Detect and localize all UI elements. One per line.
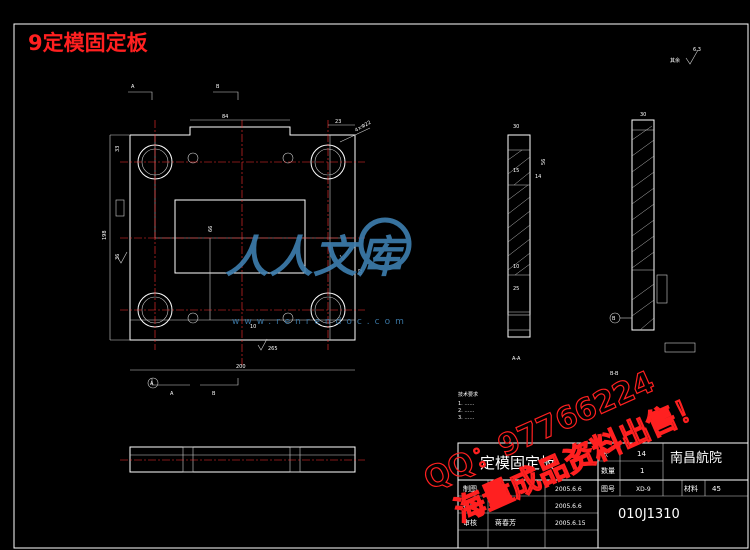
dim-left-height: 198 xyxy=(102,230,108,240)
tech-req-item-3: 3. …… xyxy=(458,415,474,421)
section-label-a-bottom: A xyxy=(170,391,174,397)
aa-dim-mid: 56 xyxy=(541,159,547,165)
tech-req-item-1: 1. …… xyxy=(458,401,474,407)
front-view: A B 84 23 xyxy=(102,84,372,397)
tb-qty-value: 1 xyxy=(640,467,644,475)
tb-check-name: 蒋春芳 xyxy=(495,518,516,527)
dim-hole-dia: 4×Φ22 xyxy=(354,120,372,134)
roughness-label: 其余 xyxy=(670,57,680,64)
tech-req-item-2: 2. …… xyxy=(458,408,474,414)
dim-bottom-width: 200 xyxy=(236,364,246,370)
tolerance-frame xyxy=(664,342,696,353)
section-b-b-view: B 30 B-B xyxy=(609,112,696,377)
dim-center-width: 265 xyxy=(268,346,278,352)
title-block: 定模固定板 张 14 数量 1 南昌航院 制图 南 2005.6.6 描图 20… xyxy=(457,442,749,549)
tb-school: 南昌航院 xyxy=(670,450,722,466)
aa-dim-bottom: 25 xyxy=(513,286,519,292)
dim-left-mid: 36 xyxy=(115,254,121,260)
tb-qty-label: 数量 xyxy=(601,466,615,475)
tb-drawn-date: 2005.6.6 xyxy=(555,486,582,493)
aa-dim-gap: 10 xyxy=(513,264,519,270)
dim-bottom-small: 10 xyxy=(250,324,256,330)
datum-b: B xyxy=(612,316,616,322)
tb-drawn-name: 南 xyxy=(495,484,502,493)
section-aa-label: A-A xyxy=(512,356,521,362)
tb-drawing-no-value: XD-9 xyxy=(636,486,651,493)
roughness-value: 6.3 xyxy=(693,47,701,53)
datum-a: A xyxy=(150,381,154,387)
watermark-brand-text: 人人文库 xyxy=(225,232,408,283)
tb-drawn-label: 制图 xyxy=(463,484,477,493)
aa-dim-width: 15 xyxy=(513,168,519,174)
section-a-a-view: 30 56 15 14 10 25 A-A xyxy=(507,124,547,362)
aa-dim-low: 14 xyxy=(535,174,541,180)
watermark-brand: 人人文库 www.renrendoc.com xyxy=(225,217,412,327)
tech-req-title: 技术要求 xyxy=(458,391,478,398)
dim-top-width: 84 xyxy=(222,114,228,120)
datum-b-symbol xyxy=(609,312,621,324)
section-label-b-bottom: B xyxy=(212,391,216,397)
tb-code: 010J1310 xyxy=(618,507,680,522)
technical-requirements: 技术要求 1. …… 2. …… 3. …… xyxy=(458,391,478,421)
bb-dim-top: 30 xyxy=(640,112,646,118)
dim-inner-height: 66 xyxy=(208,226,214,232)
bottom-view xyxy=(120,446,365,473)
dim-left-small: 33 xyxy=(115,146,121,152)
drawing-frame xyxy=(13,23,749,549)
tb-material-value: 45 xyxy=(712,485,721,493)
tb-sheet-value: 14 xyxy=(637,450,646,458)
tb-material-label: 材料 xyxy=(684,484,698,493)
roughness-symbol xyxy=(685,49,699,65)
section-label-b-top: B xyxy=(216,84,220,90)
dim-right-height: 82 xyxy=(358,269,364,275)
tb-drawing-no-label: 图号 xyxy=(601,485,615,493)
dim-top-right: 23 xyxy=(335,119,341,125)
tb-sheet-label: 张 xyxy=(601,449,608,458)
section-label-a-top: A xyxy=(131,84,135,90)
section-bb-label: B-B xyxy=(610,371,619,377)
datum-a-symbol xyxy=(147,377,159,389)
watermark-site: www.renrendoc.com xyxy=(232,317,409,327)
tb-check-label: 审核 xyxy=(463,518,477,527)
tb-design-date: 2005.6.6 xyxy=(555,503,582,510)
tb-design-label: 描图 xyxy=(463,501,477,510)
tb-part-name: 定模固定板 xyxy=(480,454,555,472)
aa-dim-top: 30 xyxy=(513,124,519,130)
tb-check-date: 2005.6.15 xyxy=(555,520,586,527)
watermark-logo-icon xyxy=(358,217,412,271)
drawing-title: 9定模固定板 xyxy=(28,31,149,55)
